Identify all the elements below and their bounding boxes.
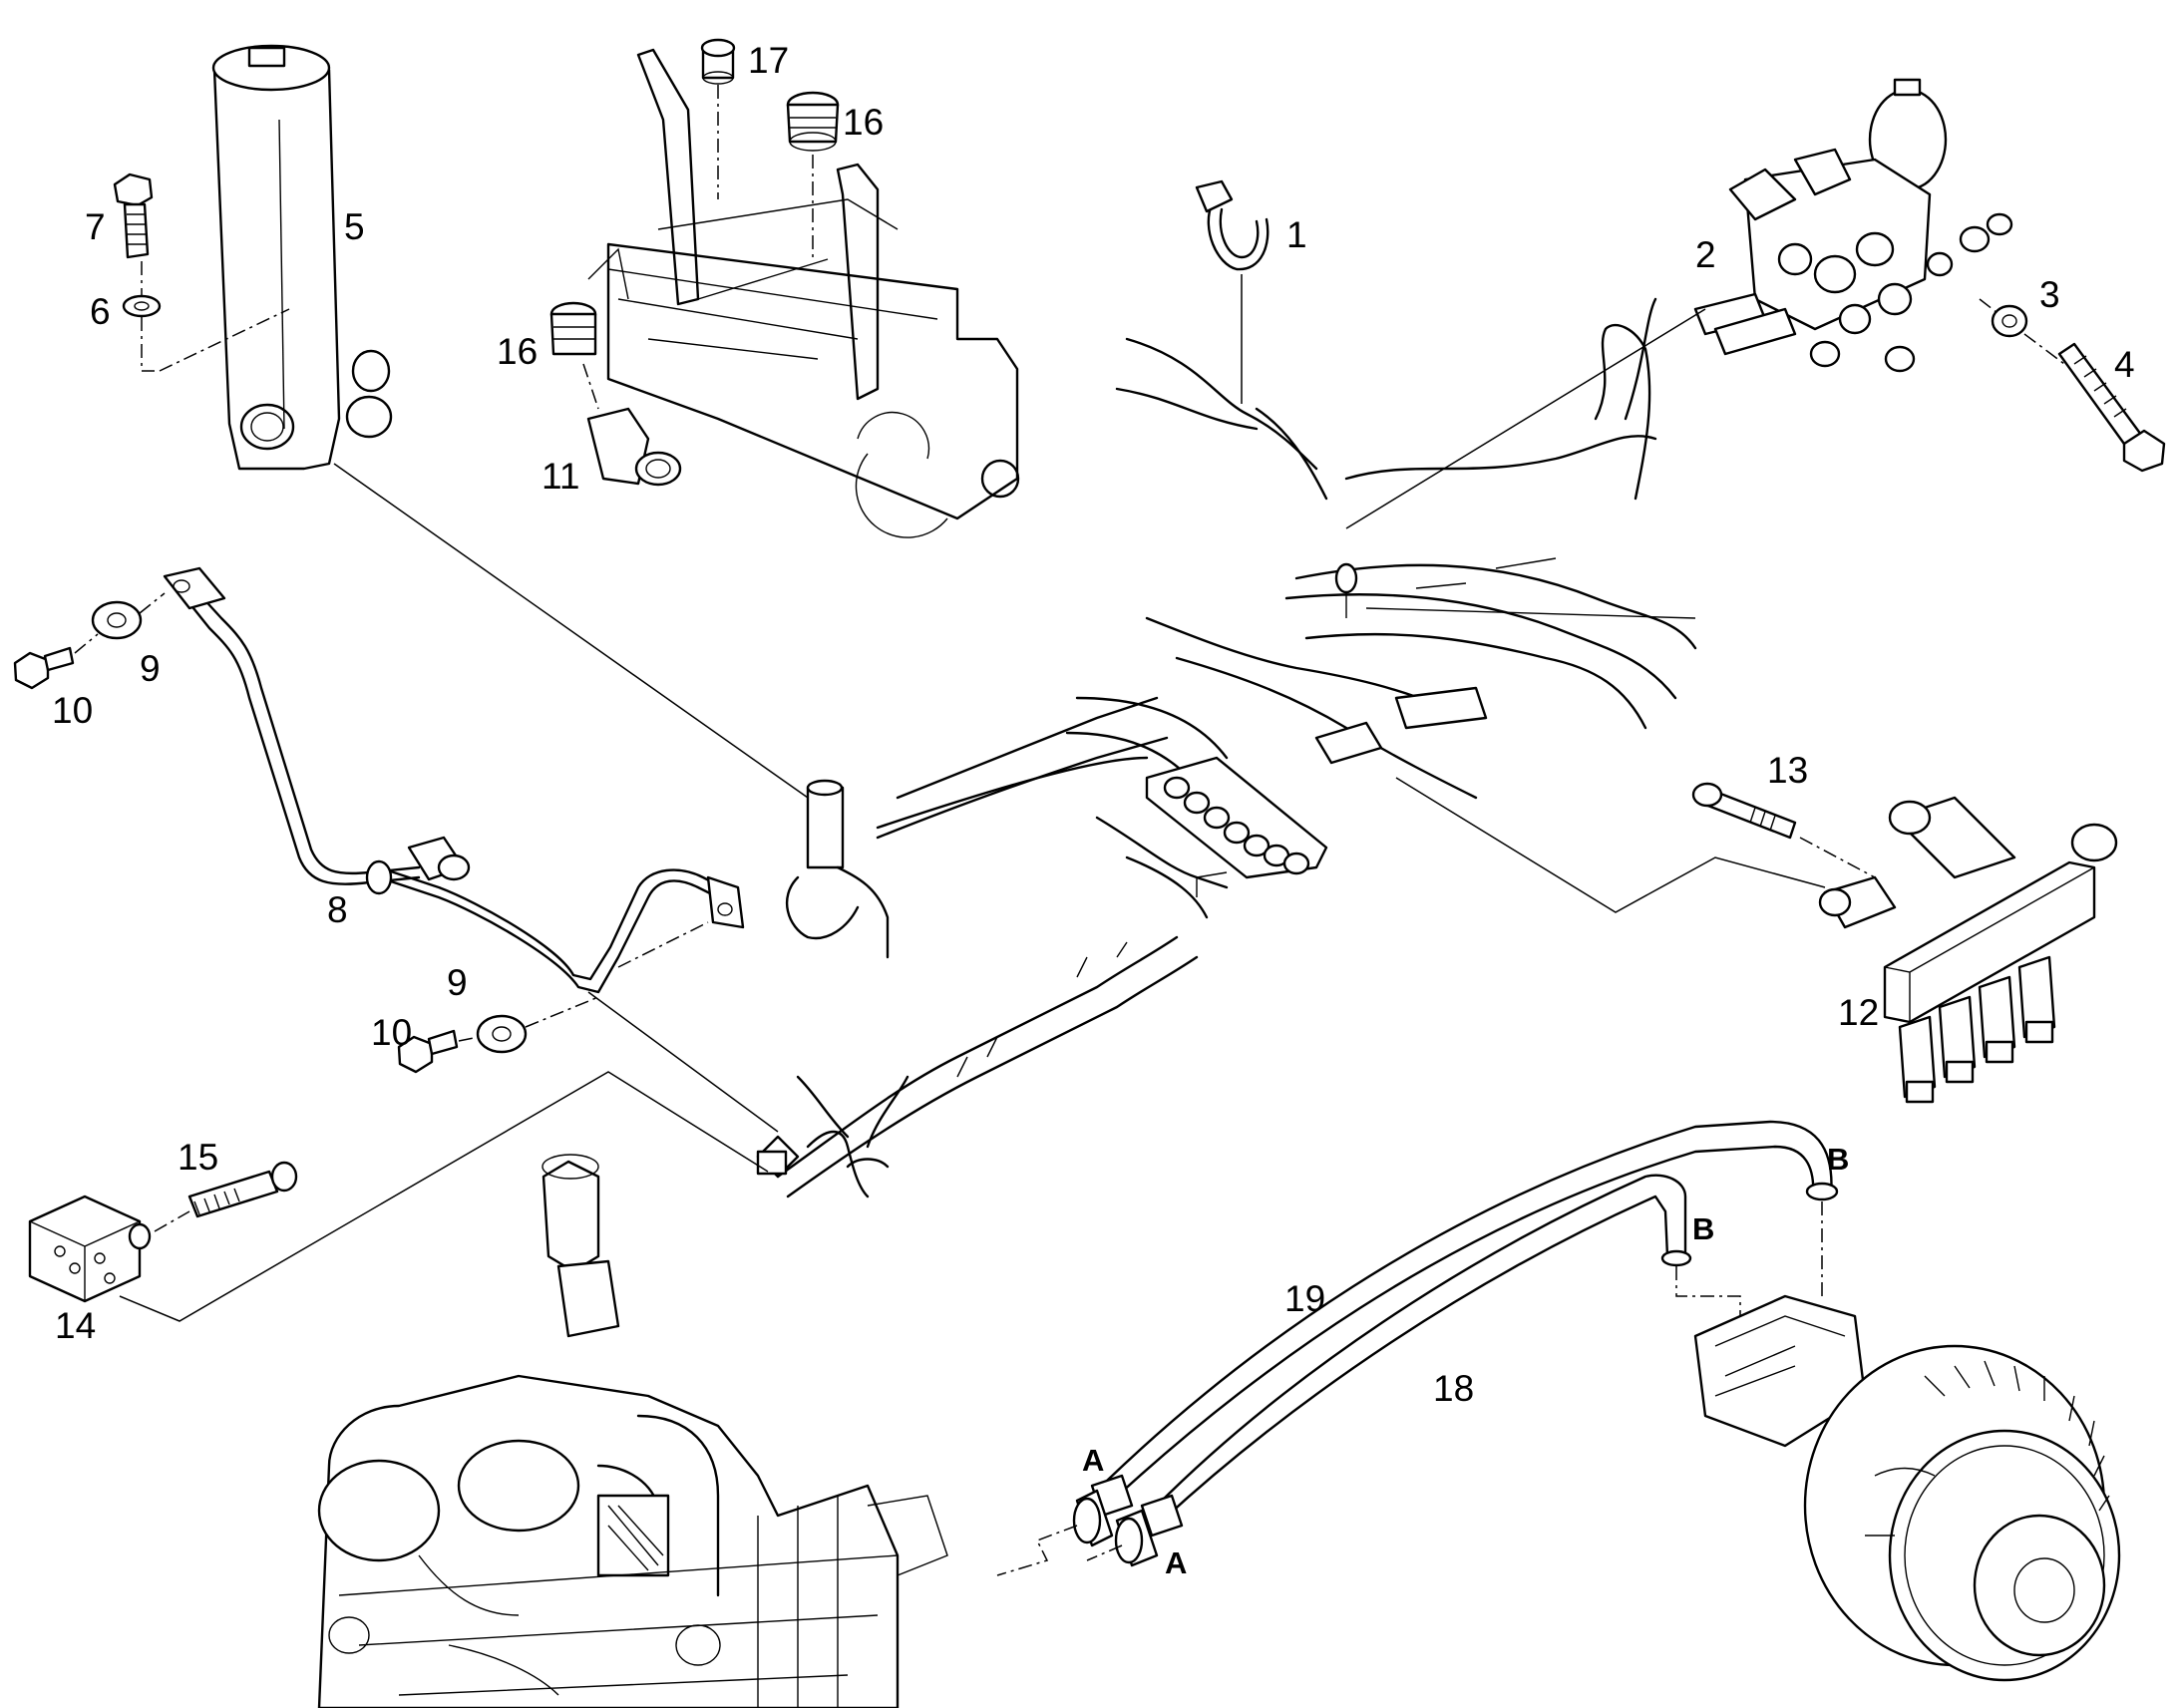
callout-9-upper: 9	[140, 648, 161, 689]
callout-16-top: 16	[843, 102, 884, 143]
callout-16-left: 16	[497, 331, 538, 372]
bolt-part-4	[2057, 342, 2166, 473]
bolt-part-10-lower	[397, 1029, 459, 1074]
track-drive-motor	[1693, 1294, 2121, 1682]
cylinder-part-5	[211, 44, 393, 471]
connection-label-a-upper: A	[1082, 1443, 1104, 1478]
callout-10-upper: 10	[52, 690, 93, 731]
bolt-part-15	[187, 1161, 298, 1218]
callout-1: 1	[1286, 214, 1307, 255]
fitting-part-16-left	[549, 301, 597, 356]
callout-2: 2	[1695, 234, 1716, 275]
tube-part-8	[163, 566, 779, 1133]
machine-frame	[587, 48, 1020, 538]
callout-11: 11	[542, 456, 579, 497]
connection-label-b-right: B	[1827, 1142, 1849, 1177]
washer-part-6	[122, 294, 162, 318]
valve-block-part-2	[1693, 78, 2013, 373]
callout-7: 7	[85, 206, 106, 247]
washer-part-3	[1991, 304, 2028, 338]
callout-12: 12	[1838, 992, 1879, 1033]
callout-15: 15	[178, 1137, 218, 1178]
bolt-part-13	[1691, 782, 1797, 840]
washer-part-9-lower	[476, 1014, 528, 1054]
callout-13: 13	[1767, 750, 1808, 791]
callout-10-lower: 10	[371, 1012, 412, 1053]
callout-3: 3	[2039, 274, 2060, 315]
plug-part-17	[700, 38, 736, 85]
washer-part-9-upper	[91, 600, 143, 640]
callout-9-lower: 9	[447, 962, 468, 1003]
hose-part-19	[1072, 1120, 1839, 1547]
fitting-part-16-top	[786, 91, 840, 152]
hose-harness-assembly	[756, 297, 1697, 1198]
bolt-part-7	[113, 172, 154, 259]
engine-assembly	[317, 1154, 948, 1708]
connection-label-b-left: B	[1692, 1211, 1714, 1246]
elbow-fitting-part-11	[586, 407, 682, 487]
callout-8: 8	[327, 889, 348, 930]
callout-5: 5	[344, 206, 365, 247]
bolt-part-10-upper	[13, 646, 75, 690]
block-part-14	[28, 1195, 152, 1303]
manifold-part-12	[1818, 796, 2118, 1104]
callout-17: 17	[748, 40, 789, 81]
callout-19: 19	[1284, 1278, 1325, 1319]
hose-part-18	[1114, 1174, 1692, 1567]
callout-18: 18	[1433, 1368, 1474, 1409]
clamp-part-1	[1195, 179, 1270, 271]
callout-4: 4	[2114, 344, 2135, 385]
callout-6: 6	[90, 291, 111, 332]
callout-14: 14	[55, 1305, 96, 1346]
connection-label-a-lower: A	[1165, 1545, 1187, 1580]
